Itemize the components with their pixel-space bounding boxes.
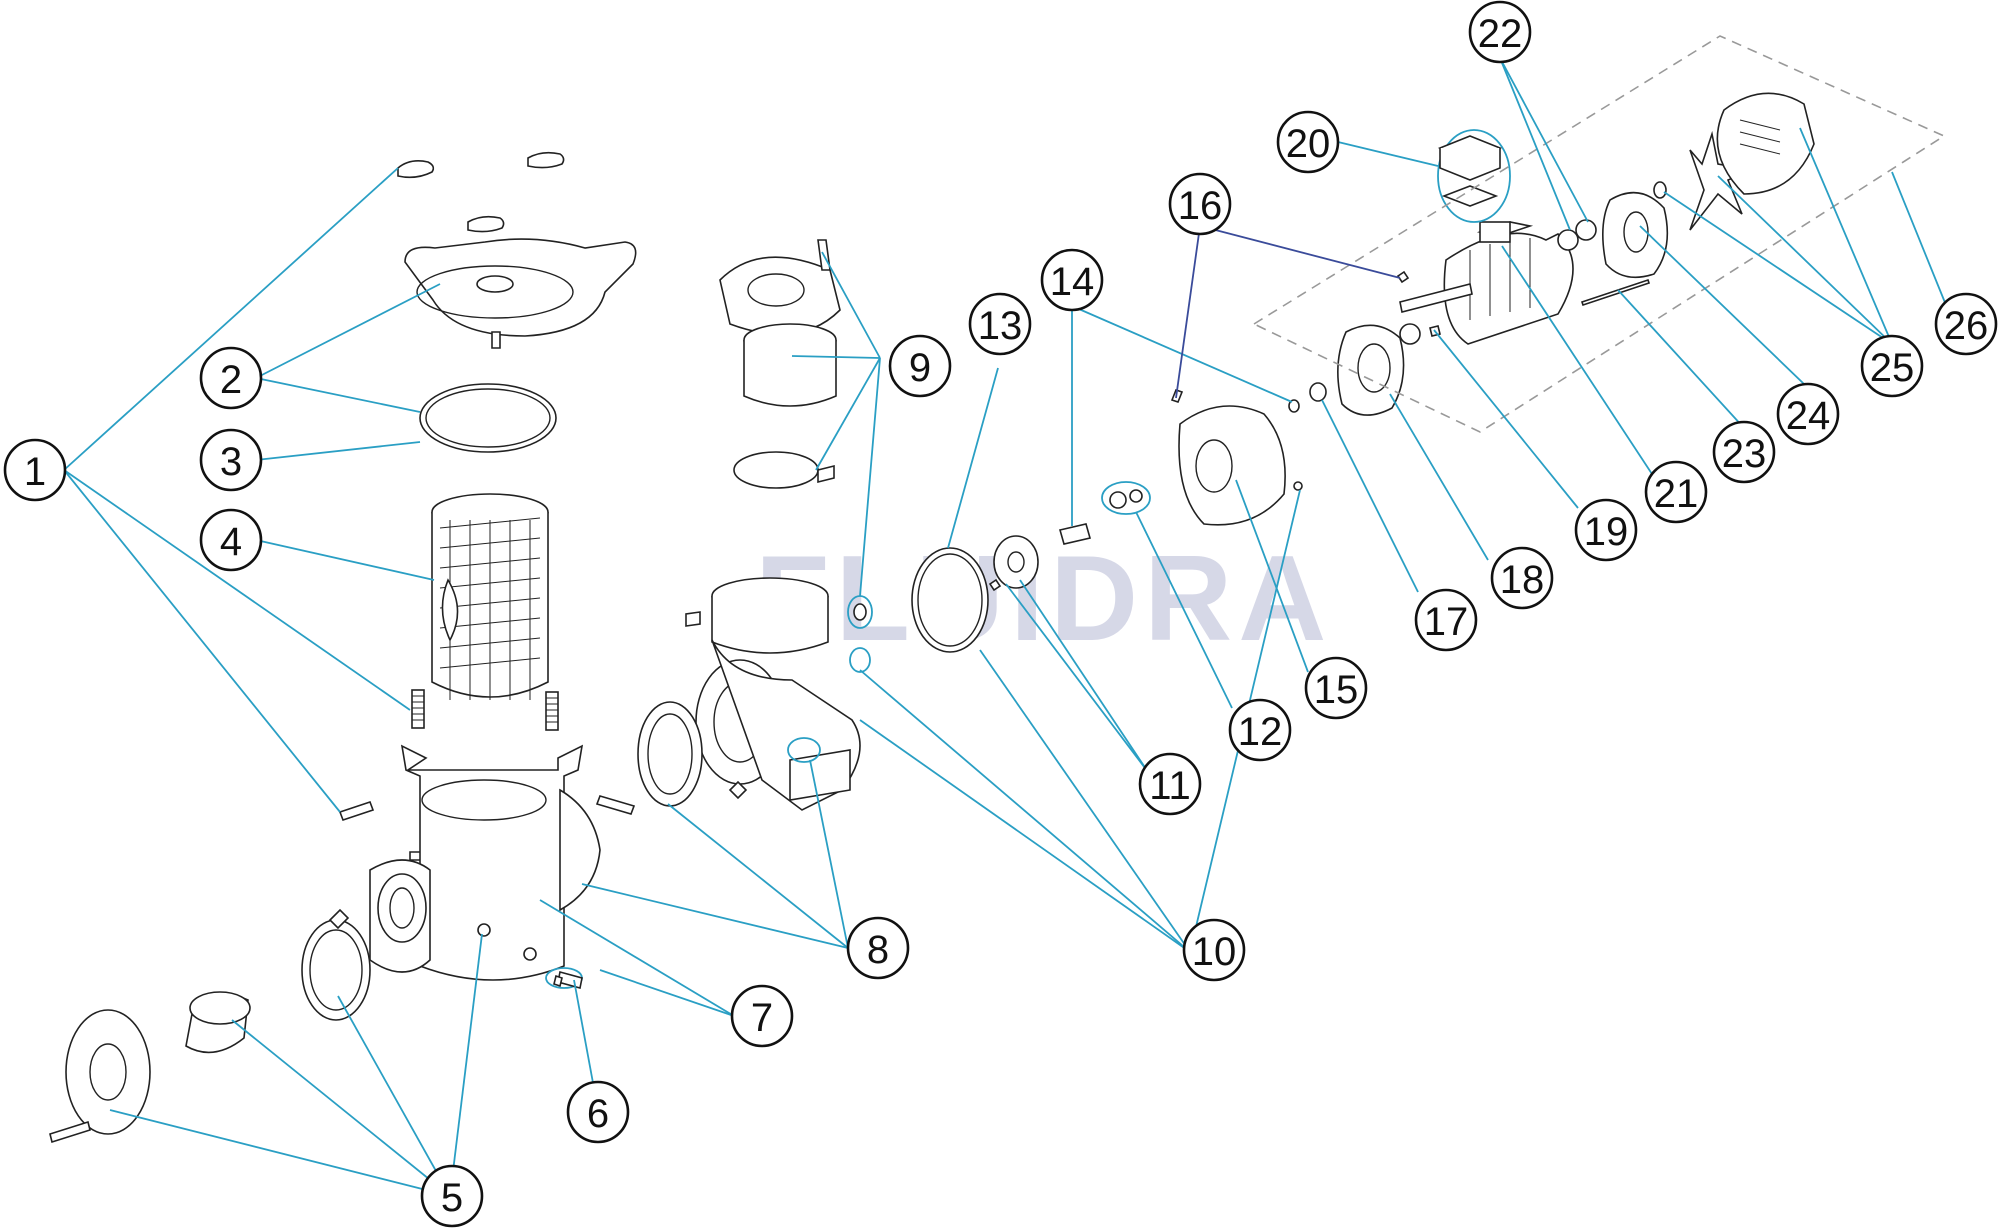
callout-1: 1 bbox=[3, 438, 67, 502]
callout-25: 25 bbox=[1860, 334, 1924, 398]
svg-text:24: 24 bbox=[1786, 394, 1831, 438]
svg-text:20: 20 bbox=[1286, 122, 1331, 166]
svg-text:26: 26 bbox=[1944, 304, 1989, 348]
callout-18: 18 bbox=[1490, 546, 1554, 610]
svg-text:21: 21 bbox=[1654, 472, 1699, 516]
part-discharge-flange-set bbox=[719, 239, 841, 489]
callout-5: 5 bbox=[420, 1164, 484, 1228]
part-strainer-basket bbox=[431, 493, 549, 700]
callout-8: 8 bbox=[846, 916, 910, 980]
callout-2: 2 bbox=[199, 346, 263, 410]
part-seal-plate-15 bbox=[1170, 389, 1286, 526]
svg-text:14: 14 bbox=[1050, 260, 1095, 304]
part-motor-flange-18 bbox=[1337, 323, 1441, 416]
svg-text:18: 18 bbox=[1500, 558, 1545, 602]
part-impeller-11 bbox=[988, 535, 1039, 592]
svg-text:4: 4 bbox=[220, 520, 242, 564]
callout-22: 22 bbox=[1468, 0, 1532, 64]
svg-text:2: 2 bbox=[220, 358, 242, 402]
svg-text:25: 25 bbox=[1870, 346, 1915, 390]
callout-11: 11 bbox=[1138, 752, 1202, 816]
svg-text:15: 15 bbox=[1314, 668, 1359, 712]
svg-text:16: 16 bbox=[1178, 184, 1223, 228]
callout-21: 21 bbox=[1644, 460, 1708, 524]
part-lid-oring bbox=[419, 383, 557, 453]
svg-text:11: 11 bbox=[1149, 764, 1191, 808]
callout-17: 17 bbox=[1414, 588, 1478, 652]
part-terminal-box-20 bbox=[1437, 129, 1511, 223]
part-shaft-sleeve-14 bbox=[1058, 523, 1092, 545]
part-pump-body bbox=[685, 577, 861, 811]
callout-23: 23 bbox=[1712, 420, 1776, 484]
svg-text:5: 5 bbox=[441, 1176, 463, 1220]
part-end-shield-24 bbox=[1602, 191, 1669, 279]
svg-text:3: 3 bbox=[220, 440, 242, 484]
svg-text:1: 1 bbox=[24, 450, 46, 494]
part-small-rings bbox=[1288, 270, 1410, 491]
svg-text:10: 10 bbox=[1192, 930, 1237, 974]
svg-text:13: 13 bbox=[978, 304, 1023, 348]
callouts: 1 2 3 4 5 6 7 8 9 10 11 12 13 14 15 16 1… bbox=[3, 0, 1998, 1228]
callout-26: 26 bbox=[1934, 292, 1998, 356]
callout-10: 10 bbox=[1182, 918, 1246, 982]
part-knobs bbox=[397, 151, 565, 233]
callout-3: 3 bbox=[199, 428, 263, 492]
part-motor-21 bbox=[1399, 221, 1574, 345]
svg-text:6: 6 bbox=[587, 1092, 609, 1136]
callout-16: 16 bbox=[1168, 172, 1232, 236]
callout-24: 24 bbox=[1776, 382, 1840, 446]
part-bearings-22 bbox=[1557, 219, 1597, 251]
callout-19: 19 bbox=[1574, 498, 1638, 562]
callout-4: 4 bbox=[199, 508, 263, 572]
svg-text:8: 8 bbox=[867, 928, 889, 972]
callout-14: 14 bbox=[1040, 248, 1104, 312]
callout-20: 20 bbox=[1276, 110, 1340, 174]
callout-7: 7 bbox=[730, 984, 794, 1048]
callout-15: 15 bbox=[1304, 656, 1368, 720]
part-drain-plug bbox=[545, 967, 583, 989]
part-rod-23 bbox=[1580, 278, 1651, 307]
motor-assembly-outline-26 bbox=[1252, 35, 1946, 433]
callout-13: 13 bbox=[968, 292, 1032, 356]
callout-6: 6 bbox=[566, 1080, 630, 1144]
svg-text:12: 12 bbox=[1238, 710, 1283, 754]
part-prefilter-housing bbox=[369, 744, 601, 981]
part-lid bbox=[404, 238, 637, 349]
svg-text:17: 17 bbox=[1424, 600, 1469, 644]
svg-text:9: 9 bbox=[909, 346, 931, 390]
part-suction-flange-set bbox=[49, 908, 371, 1144]
svg-text:23: 23 bbox=[1722, 432, 1767, 476]
svg-text:22: 22 bbox=[1478, 12, 1523, 56]
callout-12: 12 bbox=[1228, 698, 1292, 762]
svg-text:7: 7 bbox=[751, 996, 773, 1040]
part-fan-25 bbox=[1653, 92, 1815, 231]
leader-lines bbox=[63, 57, 1949, 1197]
part-oring-13 bbox=[911, 547, 989, 653]
watermark-text: FLUIDRA bbox=[755, 530, 1332, 666]
svg-text:19: 19 bbox=[1584, 510, 1629, 554]
part-seal-12 bbox=[1101, 481, 1151, 515]
callout-9: 9 bbox=[888, 334, 952, 398]
